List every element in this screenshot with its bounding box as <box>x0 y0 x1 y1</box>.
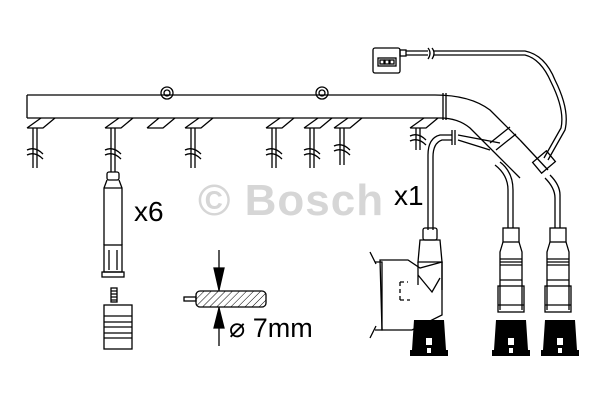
coil-terminal-caps <box>410 320 579 356</box>
rail-clip-1 <box>160 86 174 100</box>
quantity-label-harness: x1 <box>394 180 424 211</box>
straight-coil-boot-1 <box>497 225 525 313</box>
straight-coil-boot-2 <box>544 225 572 313</box>
cable-diameter-detail <box>183 250 267 346</box>
sensor-connector <box>372 47 567 161</box>
spark-plug-terminal <box>103 287 133 350</box>
quantity-label-cables: x6 <box>134 196 164 227</box>
cable-bundle <box>427 126 561 230</box>
spark-plug-connector <box>101 168 125 278</box>
angled-coil-boot <box>369 227 443 339</box>
rail-clip-2 <box>315 86 329 100</box>
copyright-watermark: © Bosch <box>198 176 385 225</box>
harness-rail <box>26 86 521 151</box>
diameter-label: ⌀ 7mm <box>229 313 313 343</box>
rail-stubs <box>26 117 439 168</box>
